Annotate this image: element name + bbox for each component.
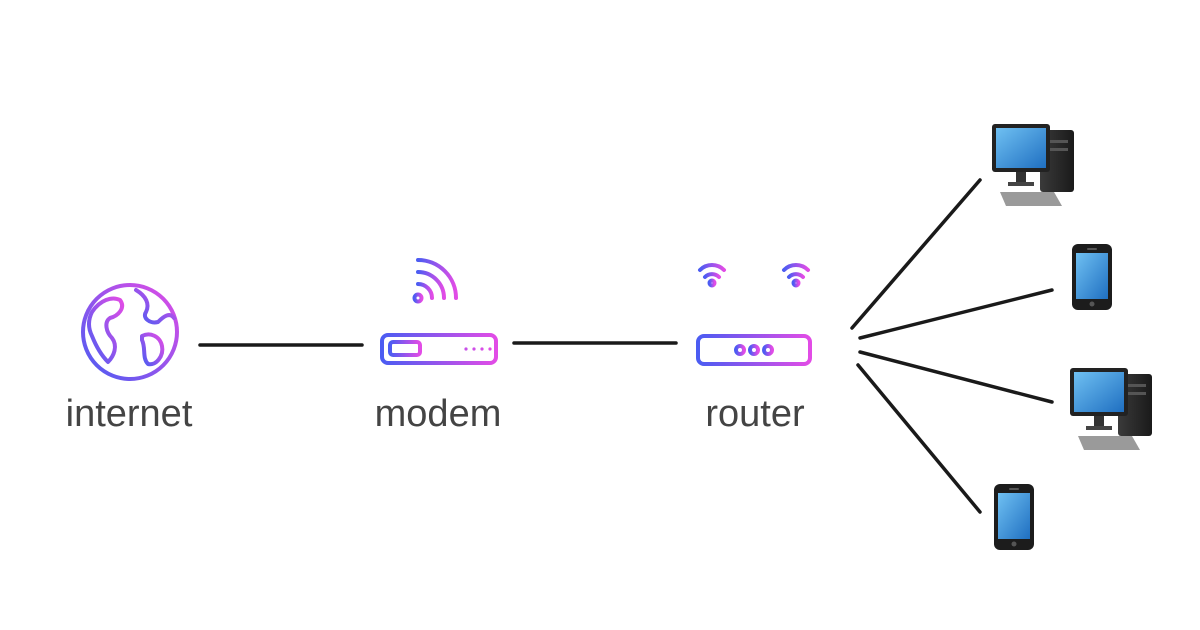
connector-router-device-4 bbox=[856, 363, 982, 514]
modem-label: modem bbox=[375, 393, 502, 435]
connector-router-device-2 bbox=[858, 288, 1054, 340]
router-label: router bbox=[705, 393, 805, 435]
internet-label: internet bbox=[66, 393, 193, 435]
smartphone-icon bbox=[1072, 244, 1112, 310]
desktop-computer-icon bbox=[1070, 368, 1152, 450]
modem-icon bbox=[380, 258, 498, 370]
connectors bbox=[198, 178, 1054, 514]
router-icon bbox=[696, 263, 812, 371]
connector-router-device-1 bbox=[850, 178, 982, 330]
connector-router-device-3 bbox=[858, 350, 1054, 404]
desktop-computer-icon bbox=[992, 124, 1074, 206]
globe-icon bbox=[81, 283, 179, 381]
smartphone-icon bbox=[994, 484, 1034, 550]
